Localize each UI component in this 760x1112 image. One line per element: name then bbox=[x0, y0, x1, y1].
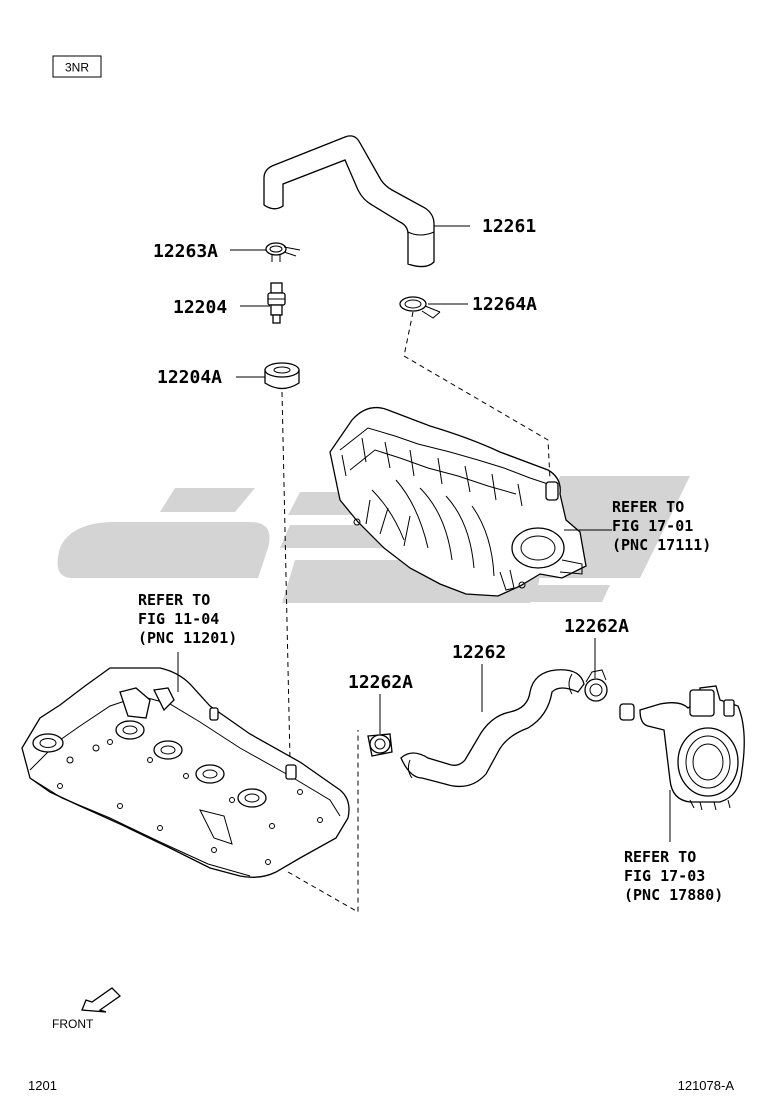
front-label: FRONT bbox=[52, 1017, 94, 1031]
hose-clamp-upper bbox=[265, 242, 301, 262]
hose-clamp-lower-left bbox=[367, 733, 393, 757]
part-number-labels: 12261 12263A 12204 12204A 12264A 12262 1… bbox=[153, 216, 629, 693]
pcv-hose-lower bbox=[400, 669, 585, 788]
intake-manifold bbox=[329, 406, 587, 597]
assembly-line-manifold bbox=[403, 311, 551, 481]
ref-manifold-line2: FIG 17-01 bbox=[612, 517, 693, 535]
reference-cylinder-head-cover: REFER TO FIG 11-04 (PNC 11201) bbox=[138, 591, 237, 647]
ref-cover-line3: (PNC 11201) bbox=[138, 629, 237, 647]
ref-manifold-line1: REFER TO bbox=[612, 498, 684, 516]
reference-throttle-body: REFER TO FIG 17-03 (PNC 17880) bbox=[624, 848, 723, 904]
hose-clamp-manifold bbox=[399, 296, 441, 319]
label-12263A: 12263A bbox=[153, 241, 218, 262]
label-12262A-left: 12262A bbox=[348, 672, 413, 693]
assembly-line-valve bbox=[281, 391, 291, 761]
pcv-grommet bbox=[264, 362, 300, 390]
cylinder-head-cover bbox=[21, 667, 350, 878]
engine-code-box: 3NR bbox=[52, 55, 102, 78]
pcv-valve bbox=[267, 282, 286, 324]
ref-cover-line2: FIG 11-04 bbox=[138, 610, 219, 628]
hose-clamp-lower-right bbox=[584, 669, 608, 702]
engine-code-label: 3NR bbox=[65, 61, 89, 75]
ref-throttle-line2: FIG 17-03 bbox=[624, 867, 705, 885]
label-12262A-right: 12262A bbox=[564, 616, 629, 637]
ref-throttle-line3: (PNC 17880) bbox=[624, 886, 723, 904]
ref-manifold-line3: (PNC 17111) bbox=[612, 536, 711, 554]
assembly-line-cover bbox=[287, 730, 359, 913]
ref-throttle-line1: REFER TO bbox=[624, 848, 696, 866]
label-12204A: 12204A bbox=[157, 367, 222, 388]
label-12204: 12204 bbox=[173, 297, 227, 318]
figure-id: 121078-A bbox=[678, 1078, 735, 1093]
leader-lines bbox=[177, 225, 671, 842]
label-12264A: 12264A bbox=[472, 294, 537, 315]
label-12261: 12261 bbox=[482, 216, 536, 237]
throttle-body bbox=[619, 685, 745, 811]
label-12262: 12262 bbox=[452, 642, 506, 663]
front-arrow-icon bbox=[81, 987, 122, 1013]
page-number: 1201 bbox=[28, 1078, 57, 1093]
pcv-hose-upper bbox=[263, 135, 435, 268]
reference-intake-manifold: REFER TO FIG 17-01 (PNC 17111) bbox=[612, 498, 711, 554]
ref-cover-line1: REFER TO bbox=[138, 591, 210, 609]
